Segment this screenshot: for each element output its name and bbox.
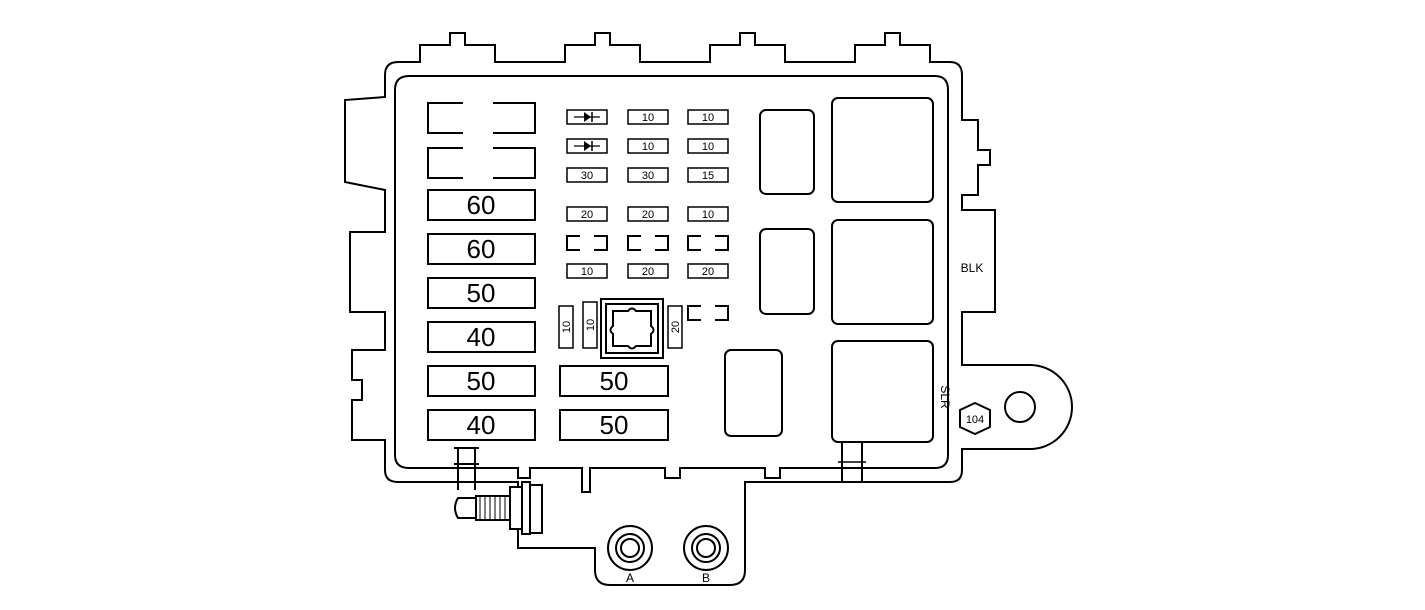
large-fuse-left-5: 50 [427, 365, 536, 397]
large-fuse-left-2: 60 [427, 233, 536, 265]
mini-fuse-r2-c3: 10 [687, 138, 729, 154]
relay-small-2 [759, 228, 815, 315]
terminal-b: B [683, 525, 729, 585]
mini-fuse-r4-c2: 20 [627, 206, 669, 222]
mini-fuse-r6-c1: 10 [566, 263, 608, 279]
fuse-rating: 15 [702, 170, 714, 182]
empty-mini-slot-r5-c1 [566, 235, 608, 251]
terminal-label: B [702, 571, 710, 585]
mini-fuse-r4-c3: 10 [687, 206, 729, 222]
fuse-rating: 10 [561, 321, 573, 333]
diode-icon [574, 112, 600, 122]
mounting-hole [1004, 391, 1036, 423]
vertical-fuse-2: 10 [582, 301, 598, 349]
left-drop-lines [454, 447, 479, 490]
fuse-rating: 10 [642, 112, 654, 124]
relay-large-1 [831, 97, 934, 203]
mini-fuse-r3-c3: 15 [687, 167, 729, 183]
mini-fuse-r4-c1: 20 [566, 206, 608, 222]
fuse-rating: 40 [467, 322, 496, 352]
empty-mini-slot-r5-c2 [627, 235, 669, 251]
fuse-rating: 10 [702, 209, 714, 221]
large-fuse-mid-1: 50 [559, 365, 669, 397]
fuse-rating: 60 [467, 234, 496, 264]
mini-fuse-r6-c2: 20 [627, 263, 669, 279]
empty-mini-slot-r5-c3 [687, 235, 729, 251]
stud-104: 104 [959, 401, 991, 436]
fuse-rating: 50 [600, 366, 629, 396]
vertical-fuse-3: 20 [667, 305, 683, 349]
mini-fuse-r3-c1: 30 [566, 167, 608, 183]
large-fuse-left-4: 40 [427, 321, 536, 353]
relay-large-2 [831, 219, 934, 325]
left-empty-slot-1 [427, 102, 536, 134]
fuse-rating: 10 [642, 141, 654, 153]
connector-drop-lines [838, 442, 866, 482]
fuse-rating: 10 [702, 112, 714, 124]
stud-label: 104 [966, 414, 984, 426]
fuse-rating: 10 [585, 319, 597, 331]
large-fuse-left-6: 40 [427, 409, 536, 441]
fuse-rating: 10 [581, 266, 593, 278]
large-fuse-left-1: 60 [427, 189, 536, 221]
bolt-assembly [454, 481, 543, 535]
left-empty-slot-2 [427, 147, 536, 179]
fuse-rating: 50 [600, 410, 629, 440]
fuse-rating: 20 [642, 209, 654, 221]
circuit-breaker [600, 298, 664, 359]
terminal-label: A [626, 571, 634, 585]
large-fuse-left-3: 50 [427, 277, 536, 309]
fuse-rating: 20 [642, 266, 654, 278]
fuse-rating: 60 [467, 190, 496, 220]
diode-slot-1 [566, 109, 608, 125]
mini-fuse-r1-c2: 10 [627, 109, 669, 125]
mini-fuse-r1-c3: 10 [687, 109, 729, 125]
connector-label: BLK [961, 261, 984, 275]
diode-slot-2 [566, 138, 608, 154]
fuse-rating: 40 [467, 410, 496, 440]
mini-fuse-r3-c2: 30 [627, 167, 669, 183]
fuse-rating: 20 [670, 321, 682, 333]
mini-fuse-r6-c3: 20 [687, 263, 729, 279]
diode-icon [574, 141, 600, 151]
relay-small-3 [724, 349, 783, 437]
fuse-rating: 50 [467, 278, 496, 308]
fuse-rating: 50 [467, 366, 496, 396]
mini-fuse-r2-c2: 10 [627, 138, 669, 154]
fuse-rating: 20 [581, 209, 593, 221]
vertical-fuse-1: 10 [558, 305, 574, 349]
fuse-rating: 20 [702, 266, 714, 278]
side-label: SLR [938, 385, 952, 409]
fuse-rating: 30 [581, 170, 593, 182]
relay-small-1 [759, 109, 815, 195]
empty-mini-slot-spare [687, 305, 729, 321]
fuse-rating: 30 [642, 170, 654, 182]
large-fuse-mid-2: 50 [559, 409, 669, 441]
fuse-rating: 10 [702, 141, 714, 153]
relay-large-3 [831, 340, 934, 443]
housing-inner-wall [394, 75, 949, 493]
housing-outline [344, 32, 1073, 586]
terminal-a: A [607, 525, 653, 585]
